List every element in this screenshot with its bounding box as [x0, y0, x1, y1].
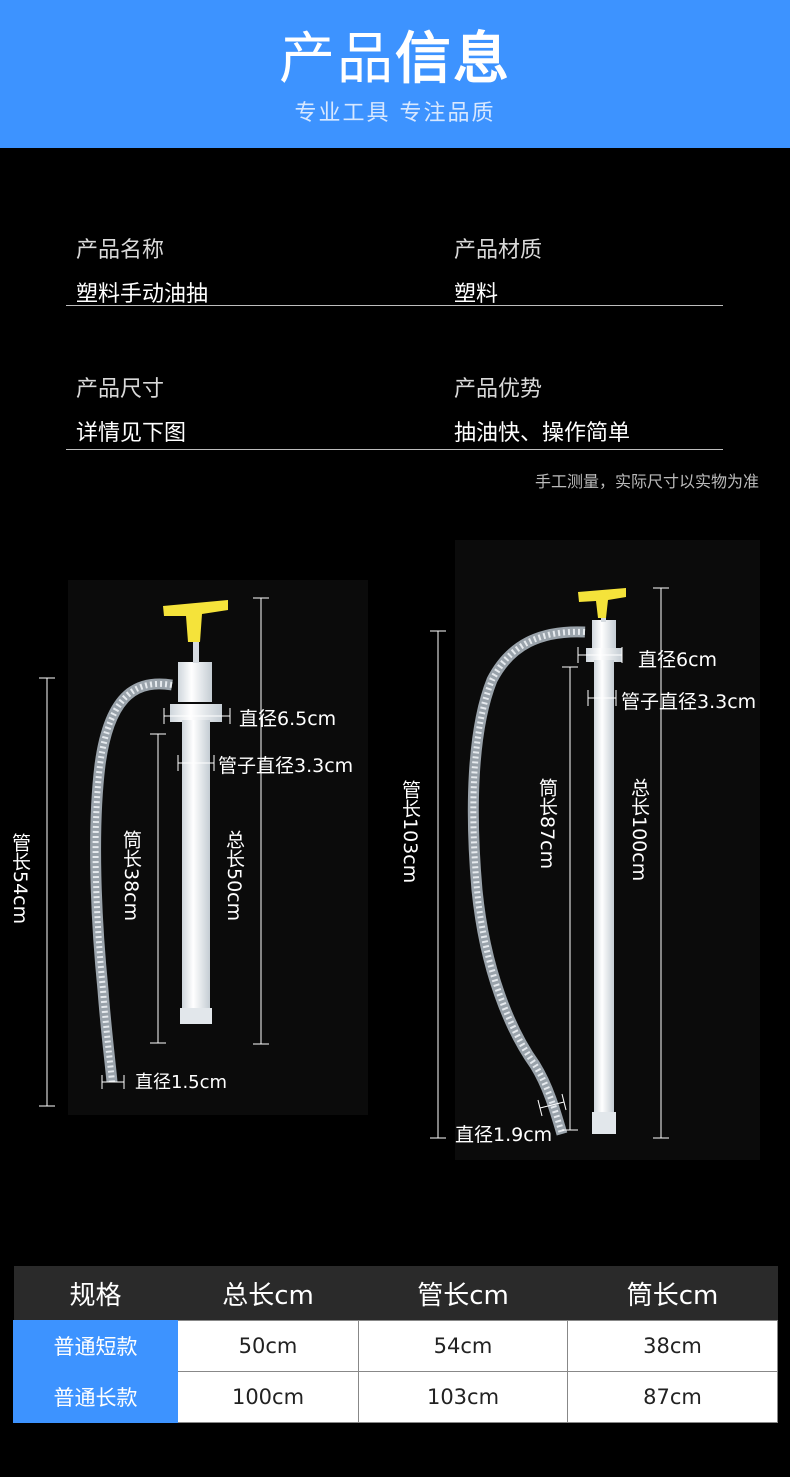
info-value: 抽油快、操作简单 [454, 421, 631, 446]
title-bold: 信息 [395, 27, 511, 92]
table-cell: 50cm [177, 1320, 359, 1372]
long-barrel [594, 660, 614, 1115]
long-hose-ribs [470, 628, 586, 1135]
short-barrel-foot [180, 1008, 212, 1024]
dim-tick [561, 1093, 567, 1111]
info-material: 产品材质 塑料 [454, 232, 542, 308]
measurement-note: 手工测量，实际尺寸以实物为准 [534, 472, 759, 491]
col-header-barrel-length: 筒长cm [567, 1266, 778, 1321]
table-row: 普通长款 100cm 103cm 87cm [13, 1371, 778, 1423]
info-label: 产品尺寸 [76, 377, 165, 402]
info-value: 详情见下图 [76, 421, 187, 446]
col-header-total-length: 总长cm [177, 1266, 359, 1321]
info-value: 塑料 [454, 282, 499, 307]
short-hose-diameter-label: 直径1.5cm [135, 1072, 228, 1093]
long-handle [578, 588, 626, 618]
title-light: 产品 [279, 27, 395, 92]
product-illustration [39, 540, 760, 1160]
long-diameter-label: 直径6cm [638, 649, 718, 671]
info-label: 产品优势 [454, 377, 543, 402]
long-hose-diameter-label: 直径1.9cm [455, 1124, 553, 1146]
short-total-length-label: 总长50cm [223, 830, 245, 922]
info-value: 塑料手动油抽 [76, 282, 209, 307]
short-handle [163, 600, 228, 642]
long-pump [430, 587, 669, 1139]
table-header-row: 规格 总长cm 管长cm 筒长cm [13, 1266, 778, 1321]
col-header-spec: 规格 [13, 1266, 178, 1321]
long-barrel-foot [592, 1112, 616, 1134]
long-hose-length-label: 管长103cm [399, 780, 421, 884]
long-total-length-label: 总长100cm [628, 778, 650, 882]
long-barrel-length-label: 筒长87cm [536, 778, 558, 870]
spec-table: 规格 总长cm 管长cm 筒长cm 普通短款 50cm 54cm 38cm 普通… [13, 1266, 778, 1423]
info-label: 产品材质 [454, 238, 543, 263]
short-tube-diameter-label: 管子直径3.3cm [218, 755, 354, 777]
page-subtitle: 专业工具 专注品质 [294, 101, 496, 126]
table-cell: 54cm [358, 1320, 568, 1372]
info-name: 产品名称 塑料手动油抽 [76, 232, 208, 308]
short-hose [90, 678, 173, 1083]
short-pump-head [178, 662, 212, 702]
row-label: 普通短款 [13, 1320, 178, 1372]
divider [66, 449, 723, 450]
short-diameter-label: 直径6.5cm [239, 708, 337, 730]
short-plunger-rod [193, 625, 199, 663]
short-pump-collar [170, 704, 222, 722]
dim-line [539, 1101, 565, 1109]
long-tube-diameter-label: 管子直径3.3cm [621, 691, 757, 713]
row-label: 普通长款 [13, 1371, 178, 1423]
col-header-hose-length: 管长cm [358, 1266, 568, 1321]
info-label: 产品名称 [76, 238, 165, 263]
info-advantage: 产品优势 抽油快、操作简单 [454, 371, 630, 447]
short-barrel-length-label: 筒长38cm [120, 830, 142, 922]
long-pump-head [592, 620, 616, 650]
table-cell: 87cm [567, 1371, 778, 1423]
table-cell: 103cm [358, 1371, 568, 1423]
table-row: 普通短款 50cm 54cm 38cm [13, 1320, 778, 1372]
divider [66, 305, 723, 306]
page-title: 产品信息 [0, 14, 790, 95]
photo-panel-short [68, 580, 368, 1115]
header-banner: 产品信息 专业工具 专注品质 [0, 0, 790, 148]
info-size: 产品尺寸 详情见下图 [76, 371, 186, 447]
short-pump [39, 597, 269, 1107]
short-barrel [182, 720, 210, 1015]
table-cell: 100cm [177, 1371, 359, 1423]
dim-tick [537, 1099, 543, 1117]
short-hose-length-label: 管长54cm [9, 833, 31, 925]
table-cell: 38cm [567, 1320, 778, 1372]
